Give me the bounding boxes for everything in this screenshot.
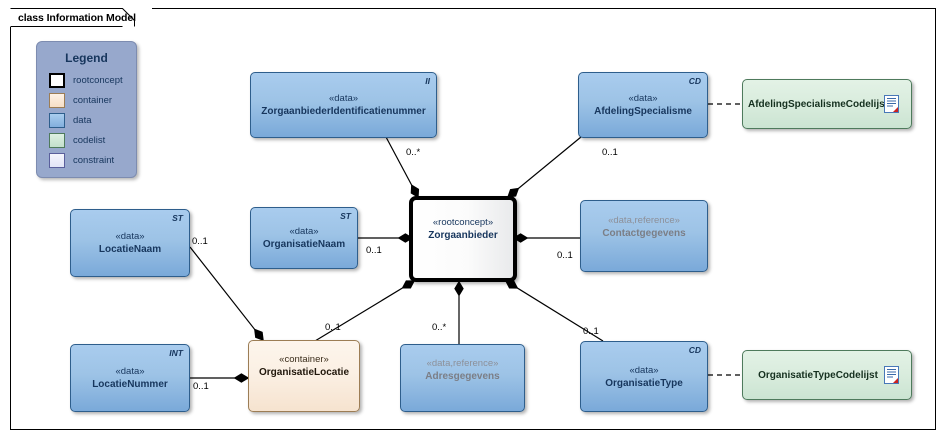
legend-item-constraint: constraint xyxy=(49,152,136,169)
class-name-label: ZorgaanbiederIdentificatienummer xyxy=(261,106,426,117)
class-adresgegevens[interactable]: «data,reference» Adresgegevens xyxy=(400,344,525,412)
stereotype-label: «data,reference» xyxy=(426,358,499,369)
corner-tag-cd: CD xyxy=(688,345,701,355)
legend-label-data: data xyxy=(73,115,92,126)
class-name-label: OrganisatieTypeCodelijst xyxy=(758,369,878,381)
class-organisatie-type[interactable]: CD «data» OrganisatieType xyxy=(580,341,708,412)
class-name-label: OrganisatieNaam xyxy=(262,239,346,250)
class-name-label: Zorgaanbieder xyxy=(428,230,498,241)
class-locatie-nummer[interactable]: INT «data» LocatieNummer xyxy=(70,344,190,412)
class-organisatie-locatie[interactable]: «container» OrganisatieLocatie xyxy=(248,340,360,412)
multiplicity-afdeling-specialisme: 0..1 xyxy=(602,147,618,158)
class-name-label: AfdelingSpecialisme xyxy=(594,106,692,117)
corner-tag-ii: II xyxy=(425,76,430,86)
note-icon xyxy=(884,95,899,113)
multiplicity-contactgegevens: 0..1 xyxy=(557,250,573,261)
multiplicity-adresgegevens: 0..* xyxy=(432,322,447,333)
class-name-label: Adresgegevens xyxy=(425,371,500,382)
class-name-label: LocatieNummer xyxy=(92,379,168,390)
multiplicity-identificatienummer: 0..* xyxy=(406,147,421,158)
legend-label-rootconcept: rootconcept xyxy=(73,75,123,86)
legend-item-container: container xyxy=(49,92,136,109)
class-organisatie-naam[interactable]: ST «data» OrganisatieNaam xyxy=(250,207,358,269)
legend-title: Legend xyxy=(65,51,108,65)
stereotype-label: «data» xyxy=(289,226,319,237)
class-contactgegevens[interactable]: «data,reference» Contactgegevens xyxy=(580,200,708,272)
stereotype-label: «data» xyxy=(328,93,359,104)
class-afdeling-specialisme[interactable]: CD «data» AfdelingSpecialisme xyxy=(578,72,708,138)
legend-swatch-codelist xyxy=(49,133,65,148)
stereotype-label: «data» xyxy=(629,364,659,376)
legend-panel: Legend rootconcept container data codeli… xyxy=(36,41,137,178)
diagram-title: class Information Model xyxy=(10,8,152,27)
note-icon xyxy=(884,366,899,384)
stereotype-label: «data» xyxy=(115,231,145,242)
class-zorgaanbieder[interactable]: «rootconcept» Zorgaanbieder xyxy=(409,196,517,282)
multiplicity-organisatie-type: 0..1 xyxy=(583,326,599,337)
class-name-label: OrganisatieType xyxy=(605,377,683,389)
multiplicity-organisatie-naam: 0..1 xyxy=(366,245,382,256)
class-organisatie-type-codelijst[interactable]: OrganisatieTypeCodelijst xyxy=(742,350,912,400)
stereotype-label: «data,reference» xyxy=(608,215,680,226)
stereotype-label: «data» xyxy=(115,366,145,377)
legend-item-rootconcept: rootconcept xyxy=(49,72,136,89)
corner-tag-cd: CD xyxy=(688,76,701,86)
corner-tag-int: INT xyxy=(169,348,183,358)
stereotype-label: «container» xyxy=(279,354,329,365)
class-zorgaanbieder-identificatienummer[interactable]: II «data» ZorgaanbiederIdentificatienumm… xyxy=(250,72,437,138)
stereotype-label: «rootconcept» xyxy=(432,217,494,228)
legend-swatch-data xyxy=(49,113,65,128)
class-name-label: AfdelingSpecialismeCodelijst xyxy=(747,98,889,110)
legend-item-data: data xyxy=(49,112,136,129)
multiplicity-locatie-naam: 0..1 xyxy=(192,236,208,247)
legend-swatch-rootconcept xyxy=(49,73,65,88)
multiplicity-locatie-nummer: 0..1 xyxy=(193,381,209,392)
stereotype-label: «data» xyxy=(628,93,658,104)
legend-label-constraint: constraint xyxy=(73,155,115,166)
legend-item-codelist: codelist xyxy=(49,132,136,149)
legend-swatch-constraint xyxy=(49,153,65,168)
class-locatie-naam[interactable]: ST «data» LocatieNaam xyxy=(70,209,190,277)
class-name-label: LocatieNaam xyxy=(98,244,162,255)
class-afdeling-specialisme-codelijst[interactable]: AfdelingSpecialismeCodelijst xyxy=(742,79,912,129)
diagram-frame xyxy=(10,8,936,430)
legend-swatch-container xyxy=(49,93,65,108)
legend-label-container: container xyxy=(73,95,113,106)
legend-label-codelist: codelist xyxy=(73,135,106,146)
corner-tag-st: ST xyxy=(172,213,183,223)
multiplicity-organisatie-locatie: 0..1 xyxy=(325,322,341,333)
class-name-label: OrganisatieLocatie xyxy=(258,367,350,378)
corner-tag-st: ST xyxy=(340,211,351,221)
class-name-label: Contactgegevens xyxy=(602,228,686,239)
